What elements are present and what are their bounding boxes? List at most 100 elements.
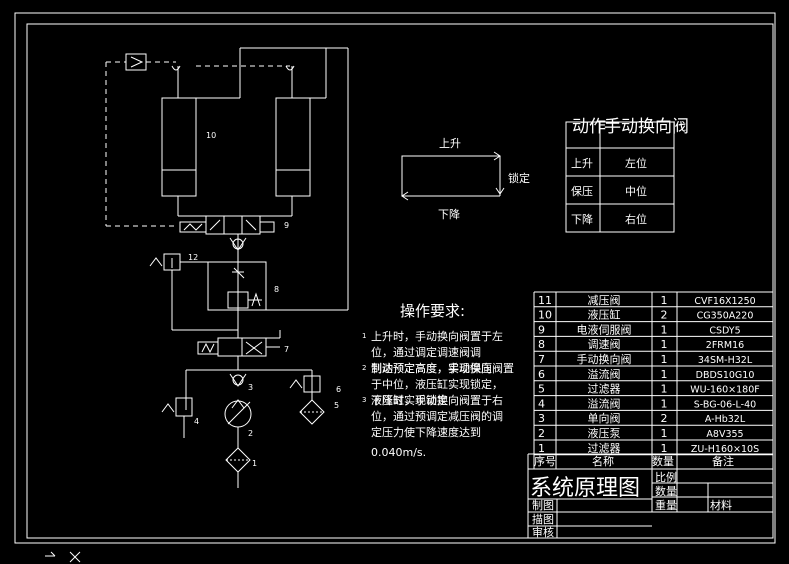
cylinder-right-cap — [285, 65, 295, 71]
parts-cell-note: A-Hb32L — [705, 414, 746, 425]
valve-9 — [179, 215, 275, 235]
req-3-line-2: 位，通过预调定减压阀的调 — [371, 409, 503, 423]
req-1-line-2: 位，通过调定调速阀调 — [371, 345, 481, 359]
req-1-line-1: 上升时，手动换向阀置于左 — [371, 329, 503, 343]
label-valve7: 7 — [284, 345, 289, 354]
material-label: 材料 — [710, 498, 732, 512]
parts-cell-qty: 1 — [661, 294, 668, 307]
drawing-title: 系统原理图 — [530, 476, 640, 501]
parts-cell-qty: 2 — [661, 309, 668, 322]
parts-cell-name: 过滤器 — [588, 442, 621, 455]
parts-cell-qty: 1 — [661, 442, 668, 455]
sensor-triangle — [130, 56, 144, 68]
parts-cell-qty: 1 — [661, 397, 668, 410]
parts-cell-qty: 2 — [661, 412, 668, 425]
drawn-label: 制图 — [532, 499, 554, 512]
label-valve9: 9 — [284, 221, 289, 230]
hydraulic-schematic — [105, 47, 349, 488]
hdr-note: 备注 — [712, 454, 734, 468]
relief-valve-4 — [175, 397, 193, 417]
check-valve-3 — [232, 374, 244, 386]
motion-down: 下降 — [438, 207, 460, 221]
pilot-line — [105, 61, 290, 227]
parts-cell-no: 5 — [538, 383, 545, 396]
parts-cell-note: S-BG-06-L-40 — [694, 399, 756, 410]
parts-cell-name: 单向阀 — [588, 411, 621, 425]
parts-cell-no: 9 — [538, 323, 545, 336]
outer-frame — [14, 12, 776, 544]
parts-cell-no: 7 — [538, 353, 545, 366]
req-1-num: 1 — [362, 332, 366, 340]
valve-header: 手动换向阀 — [604, 117, 689, 137]
label-check3: 3 — [248, 383, 253, 392]
label-pump2: 2 — [248, 429, 253, 438]
row-0-valve: 左位 — [625, 156, 647, 170]
action-table: 动作 手动换向阀 上升 左位 保压 中位 下降 右位 — [565, 117, 689, 233]
parts-cell-note: A8V355 — [706, 429, 743, 440]
cylinder-right-piston — [275, 169, 311, 197]
checked-label: 审核 — [532, 525, 554, 539]
parts-cell-no: 8 — [538, 338, 545, 351]
parts-cell-qty: 1 — [661, 323, 668, 336]
parts-cell-note: CG350A220 — [697, 311, 754, 322]
count-label: 数量 — [655, 485, 677, 498]
req-2-num: 2 — [362, 364, 366, 372]
parts-cell-note: ZU-H160×10S — [691, 444, 759, 455]
label-relief6: 6 — [336, 385, 341, 394]
title-block — [527, 454, 773, 538]
drafted-label: 描图 — [532, 512, 554, 526]
row-0-action: 上升 — [571, 157, 593, 170]
req-3-line-1: 下降时，手动换向阀置于右 — [371, 393, 503, 407]
parts-cell-note: WU-160×180F — [690, 385, 759, 396]
parts-cell-name: 调速阀 — [588, 337, 621, 351]
parts-cell-no: 11 — [538, 294, 552, 307]
parts-cell-name: 溢流阀 — [588, 367, 621, 381]
label-filter5: 5 — [334, 401, 339, 410]
req-3-overlap: 液压缸实现锁定 — [371, 393, 448, 407]
flow-control-8 — [207, 261, 267, 311]
cylinder-left-piston — [161, 169, 197, 197]
check-valve-a — [232, 238, 244, 250]
motion-diagram: 上升 锁定 下降 — [401, 137, 530, 221]
parts-cell-note: 2FRM16 — [706, 340, 744, 351]
cylinder-right — [275, 97, 311, 197]
manual-valve-7 — [197, 330, 281, 357]
pressure-sensor — [125, 53, 147, 71]
parts-cell-qty: 1 — [661, 338, 668, 351]
label-valve12: 12 — [188, 253, 198, 262]
row-1-valve: 中位 — [625, 184, 647, 198]
motion-up: 上升 — [439, 137, 461, 150]
title-block-text: 系统原理图 比例 数量 重量 材料 制图 描图 审核 — [530, 470, 732, 539]
parts-cell-name: 过滤器 — [588, 383, 621, 396]
hdr-qty: 数量 — [652, 455, 674, 468]
parts-cell-note: 34SM-H32L — [698, 355, 753, 366]
parts-cell-no: 6 — [538, 368, 545, 381]
label-cyl: 10 — [206, 131, 216, 140]
weight-label: 重量 — [655, 498, 677, 512]
ratio-label: 比例 — [655, 470, 677, 484]
label-relief4: 4 — [194, 417, 199, 426]
parts-cell-no: 1 — [538, 442, 545, 455]
parts-cell-no: 10 — [538, 309, 552, 322]
corner-markers — [45, 551, 81, 563]
parts-cell-qty: 1 — [661, 383, 668, 396]
parts-cell-name: 液压缸 — [588, 308, 621, 322]
parts-header: 序号 名称 数量 备注 — [528, 453, 773, 468]
cylinder-left — [161, 97, 197, 197]
label-valve8: 8 — [274, 285, 279, 294]
req-title: 操作要求: — [400, 302, 465, 320]
req-3-line-3: 定压力使下降速度达到 — [371, 425, 481, 439]
req-2-overlap: 制动预定高度，实现保压 — [371, 361, 492, 375]
parts-cell-name: 手动换向阀 — [577, 352, 632, 366]
parts-cell-qty: 1 — [661, 427, 668, 440]
hdr-name: 名称 — [592, 454, 614, 468]
parts-cell-name: 液压泵 — [588, 426, 621, 440]
parts-cell-no: 4 — [538, 397, 545, 410]
parts-cell-no: 3 — [538, 412, 545, 425]
inner-frame — [26, 23, 774, 539]
parts-cell-name: 电液伺服阀 — [577, 322, 632, 336]
req-3-num: 3 — [362, 396, 366, 404]
motion-lock: 锁定 — [508, 171, 530, 185]
parts-cell-no: 2 — [538, 427, 545, 440]
